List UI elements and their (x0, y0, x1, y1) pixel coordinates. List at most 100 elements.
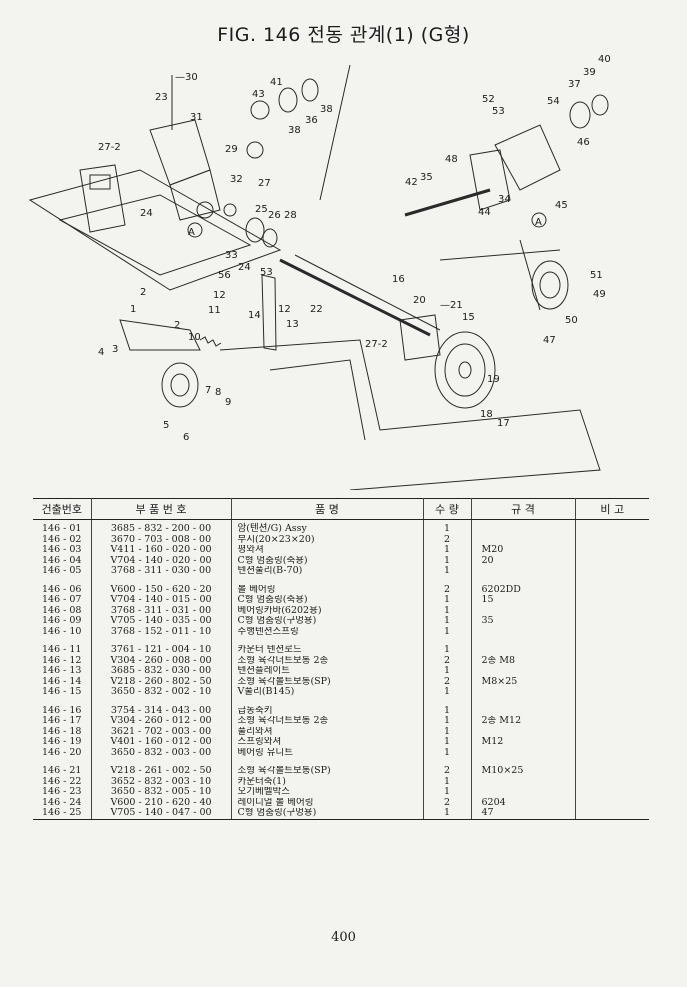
label-23: 23 (155, 92, 168, 103)
label-27: 27 (258, 178, 271, 189)
label-34: 34 (498, 194, 511, 205)
header-item-number: 건출번호 (33, 498, 92, 520)
part-name: 소형 육각볼트보통(SP) (231, 676, 424, 687)
label-56: 56 (218, 270, 231, 281)
remarks (575, 716, 649, 727)
specification: 6204 (471, 797, 576, 808)
quantity: 1 (423, 626, 472, 637)
part-name: 볼 베어링 (231, 584, 424, 595)
label-35: 35 (420, 172, 433, 183)
part-number: 3761 - 121 - 004 - 10 (91, 645, 232, 656)
quantity: 1 (423, 747, 472, 758)
label-46: 46 (577, 137, 590, 148)
quantity: 1 (423, 808, 472, 820)
part-number: V705 - 140 - 035 - 00 (91, 616, 232, 627)
remarks (575, 798, 649, 809)
remarks (575, 535, 649, 546)
header-specification: 규 격 (471, 498, 576, 520)
label-28: 28 (284, 210, 297, 221)
group-spacer (33, 758, 649, 766)
part-number: 3685 - 832 - 030 - 00 (91, 666, 232, 677)
item-number: 146 - 05 (33, 566, 92, 577)
specification: 6202DD (471, 584, 576, 595)
part-number: V218 - 261 - 002 - 50 (91, 766, 232, 777)
quantity: 2 (423, 584, 472, 595)
quantity: 2 (423, 655, 472, 666)
quantity: 1 (423, 519, 472, 535)
part-name: C형 멈춤링(축용) (231, 555, 424, 566)
label-8: 8 (215, 387, 221, 398)
header-quantity: 수 량 (423, 498, 472, 520)
label-14: 14 (248, 310, 261, 321)
quantity: 1 (423, 545, 472, 556)
specification (471, 645, 576, 656)
specification: 15 (471, 595, 576, 606)
label-20: 20 (413, 295, 426, 306)
header-part-name: 품 명 (231, 498, 424, 520)
item-number: 146 - 22 (33, 776, 92, 787)
remarks (575, 727, 649, 738)
group-spacer (33, 576, 649, 585)
specification: 35 (471, 616, 576, 627)
label-22: 22 (310, 304, 323, 315)
label-53: 53 (492, 106, 505, 117)
quantity: 2 (423, 534, 472, 545)
label-38b: 38 (320, 104, 333, 115)
remarks (575, 606, 649, 617)
label-A-left: A (188, 227, 195, 238)
label-49: 49 (593, 289, 606, 300)
part-number: 3754 - 314 - 043 - 00 (91, 705, 232, 716)
item-number: 146 - 20 (33, 747, 92, 758)
part-name: 급동축키 (231, 705, 424, 716)
part-name: V풀리(B145) (231, 687, 424, 698)
item-number: 146 - 24 (33, 797, 92, 808)
item-number: 146 - 16 (33, 705, 92, 716)
remarks (575, 566, 649, 577)
part-name: 평와셔 (231, 545, 424, 556)
label-54: 54 (547, 96, 560, 107)
specification (471, 626, 576, 637)
remarks (575, 666, 649, 677)
item-number: 146 - 03 (33, 545, 92, 556)
part-name: 텐션플레이트 (231, 666, 424, 677)
part-number: V401 - 160 - 012 - 00 (91, 737, 232, 748)
label-24b: 24 (238, 262, 251, 273)
label-41: 41 (270, 77, 283, 88)
label-17: 17 (497, 418, 510, 429)
label-A-right: A (535, 217, 542, 228)
label-40: 40 (598, 54, 611, 65)
quantity: 1 (423, 645, 472, 656)
part-number: V304 - 260 - 012 - 00 (91, 716, 232, 727)
specification: M12 (471, 737, 576, 748)
quantity: 1 (423, 776, 472, 787)
part-number: 3650 - 832 - 002 - 10 (91, 687, 232, 698)
item-number: 146 - 09 (33, 616, 92, 627)
item-number: 146 - 11 (33, 645, 92, 656)
label-47: 47 (543, 335, 556, 346)
label-43: 43 (252, 89, 265, 100)
item-number: 146 - 07 (33, 595, 92, 606)
label-19: 19 (487, 374, 500, 385)
label-11: 11 (208, 305, 221, 316)
label-2a: 2 (140, 287, 146, 298)
item-number: 146 - 25 (33, 808, 92, 820)
label-24a: 24 (140, 208, 153, 219)
part-name: C형 멈춤링(구멍용) (231, 616, 424, 627)
header-remarks: 비 고 (575, 498, 649, 520)
remarks (575, 520, 649, 535)
remarks (575, 706, 649, 717)
group-spacer (33, 637, 649, 645)
part-name: 부시(20×23×20) (231, 534, 424, 545)
label-37: 37 (568, 79, 581, 90)
